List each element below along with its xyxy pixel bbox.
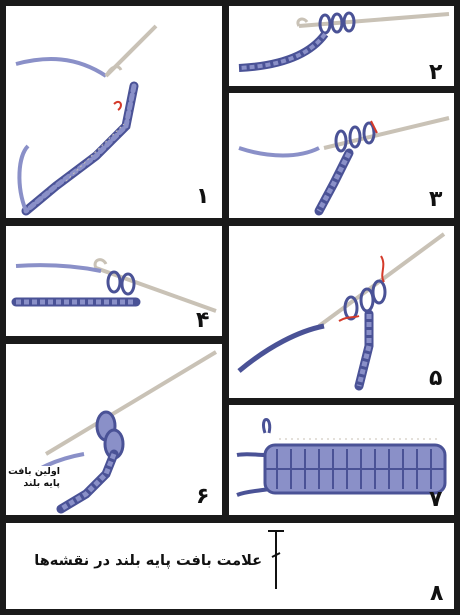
step-4-panel: ۴	[6, 226, 222, 336]
step-6-note-line-2: پایه بلند	[8, 478, 60, 490]
step-3-number: ۳	[429, 189, 442, 211]
step-4-illustration	[6, 226, 222, 336]
step-8-number: ۸	[430, 583, 443, 605]
step-1-number: ۱	[196, 186, 209, 208]
step-2-number: ۲	[429, 62, 442, 84]
step-7-illustration	[229, 405, 454, 515]
step-6-panel: اولین بافت پایه بلند ۶	[6, 344, 222, 515]
step-1-panel: ۱	[6, 6, 222, 218]
step-6-number: ۶	[196, 486, 209, 508]
step-6-note-line-1: اولین بافت	[8, 466, 60, 478]
step-7-panel: ۷	[229, 405, 454, 515]
step-2-illustration	[229, 6, 454, 86]
step-7-number: ۷	[429, 489, 442, 511]
step-3-panel: ۳	[229, 93, 454, 218]
step-6-note: اولین بافت پایه بلند	[8, 466, 60, 490]
step-8-caption: علامت بافت پایه بلند در نقشه‌ها	[34, 553, 262, 569]
step-5-panel: ۵	[229, 226, 454, 398]
step-8-panel: علامت بافت پایه بلند در نقشه‌ها ۸	[6, 523, 454, 609]
step-1-illustration	[6, 6, 222, 218]
step-5-illustration	[229, 226, 454, 398]
step-4-number: ۴	[196, 310, 209, 332]
step-3-illustration	[229, 93, 454, 218]
step-5-number: ۵	[429, 368, 442, 390]
step-2-panel: ۲	[229, 6, 454, 86]
